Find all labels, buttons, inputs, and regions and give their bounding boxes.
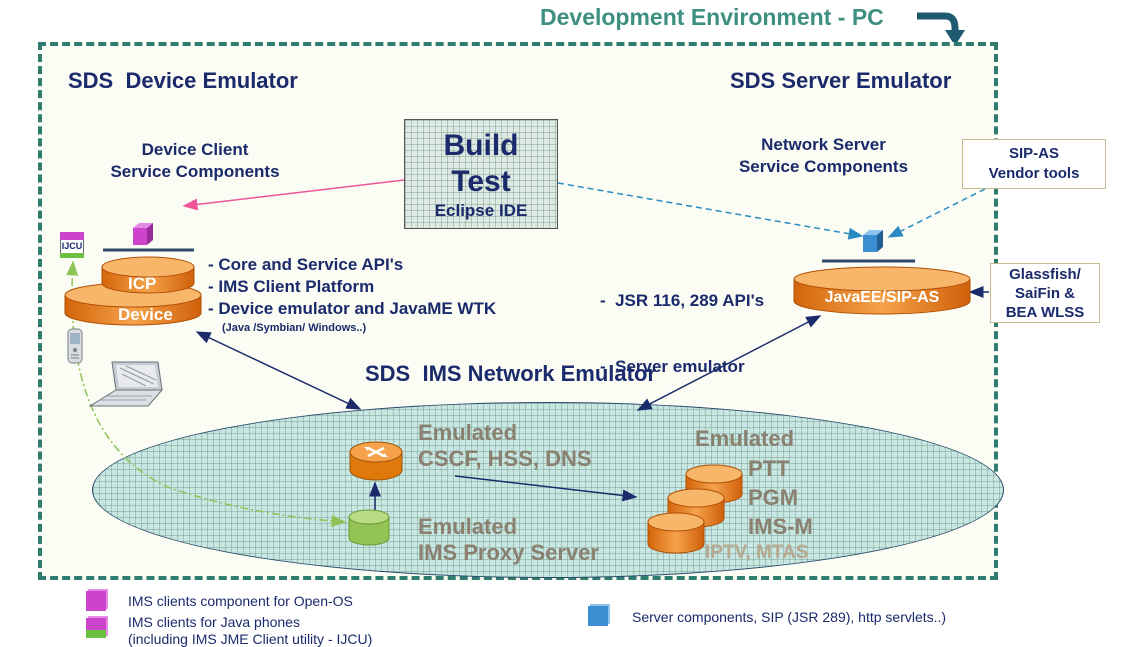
services-emulated-label: Emulated [695,426,795,451]
legend-label-java-phones: IMS clients for Java phones [128,614,300,630]
laptop-icon [88,361,164,407]
cube-icon [863,230,883,252]
emulated-line: Emulated [418,514,518,539]
subtitle-line: Service Components [110,162,280,181]
proxy-label: Emulated IMS Proxy Server [418,514,599,566]
cscf-label: Emulated CSCF, HSS, DNS [418,420,592,472]
legend-swatch-server [588,606,608,626]
legend-note-ijcu: (including IMS JME Client utility - IJCU… [128,631,373,647]
emulated-line: Emulated [418,420,518,445]
proxy-cylinder-icon [348,509,390,546]
vendor-line: SaiFin & [1014,285,1075,302]
curved-arrow-icon [917,12,965,46]
phone-icon [67,328,83,364]
device-stack-icon [64,256,202,326]
glassfish-box: Glassfish/ SaiFin & BEA WLSS [990,263,1100,323]
vendor-line: BEA WLSS [1005,304,1085,321]
test-label: Test [451,165,511,198]
ijcu-label: IJCU [61,241,83,251]
iptv-mtas-label: IPTV, MTAS [705,542,809,563]
bullet-item: - JSR 116, 289 API's [600,291,765,310]
legend-label-open-os: IMS clients component for Open-OS [128,593,353,609]
legend-swatch-java-phones [86,618,106,638]
vendor-to-server-arrow [887,188,986,238]
router-to-services-arrow [454,475,638,502]
services-list: PTT PGM IMS-M [748,454,813,541]
javaee-cylinder-icon [793,266,971,315]
server-network-arrow [636,315,822,411]
device-emulator-title: SDS Device Emulator [68,68,298,93]
subtitle-line: Device Client [141,140,249,159]
build-test-box: Build Test Eclipse IDE [404,119,558,229]
services-cylinders-icon [647,464,743,554]
vendor-line: SIP-AS [1008,145,1059,162]
eclipse-label: Eclipse IDE [434,201,528,220]
emulated-line: CSCF, HSS, DNS [418,446,592,471]
device-client-subtitle: Device Client Service Components [90,139,300,183]
legend-swatch-open-os [86,591,106,611]
network-server-subtitle: Network Server Service Components [716,134,931,178]
subtitle-line: Network Server [761,135,886,154]
service-item: PTT [748,456,790,481]
service-item: IMS-M [748,514,813,539]
server-emulator-title: SDS Server Emulator [730,68,952,93]
vendor-line: Glassfish/ [1009,266,1081,283]
environment-title: Development Environment - PC [540,4,884,30]
router-icon [349,441,403,481]
subtitle-line: Service Components [738,157,909,176]
vendor-line: Vendor tools [988,165,1080,182]
legend-label-server: Server components, SIP (JSR 289), http s… [632,609,947,625]
phone-to-proxy-arrow [66,260,347,527]
icp-label: ICP [128,274,157,293]
javaee-label: JavaEE/SIP-AS [824,289,940,306]
device-network-arrow [195,331,362,410]
sip-as-vendor-box: SIP-AS Vendor tools [962,139,1106,189]
ijcu-icon: IJCU [60,232,84,258]
service-item: PGM [748,485,799,510]
device-label: Device [118,305,173,324]
emulated-line: IMS Proxy Server [418,540,599,565]
build-to-device-arrow [182,179,405,211]
cube-icon [133,223,153,245]
build-label: Build [443,129,519,162]
build-to-server-arrow [557,182,864,240]
